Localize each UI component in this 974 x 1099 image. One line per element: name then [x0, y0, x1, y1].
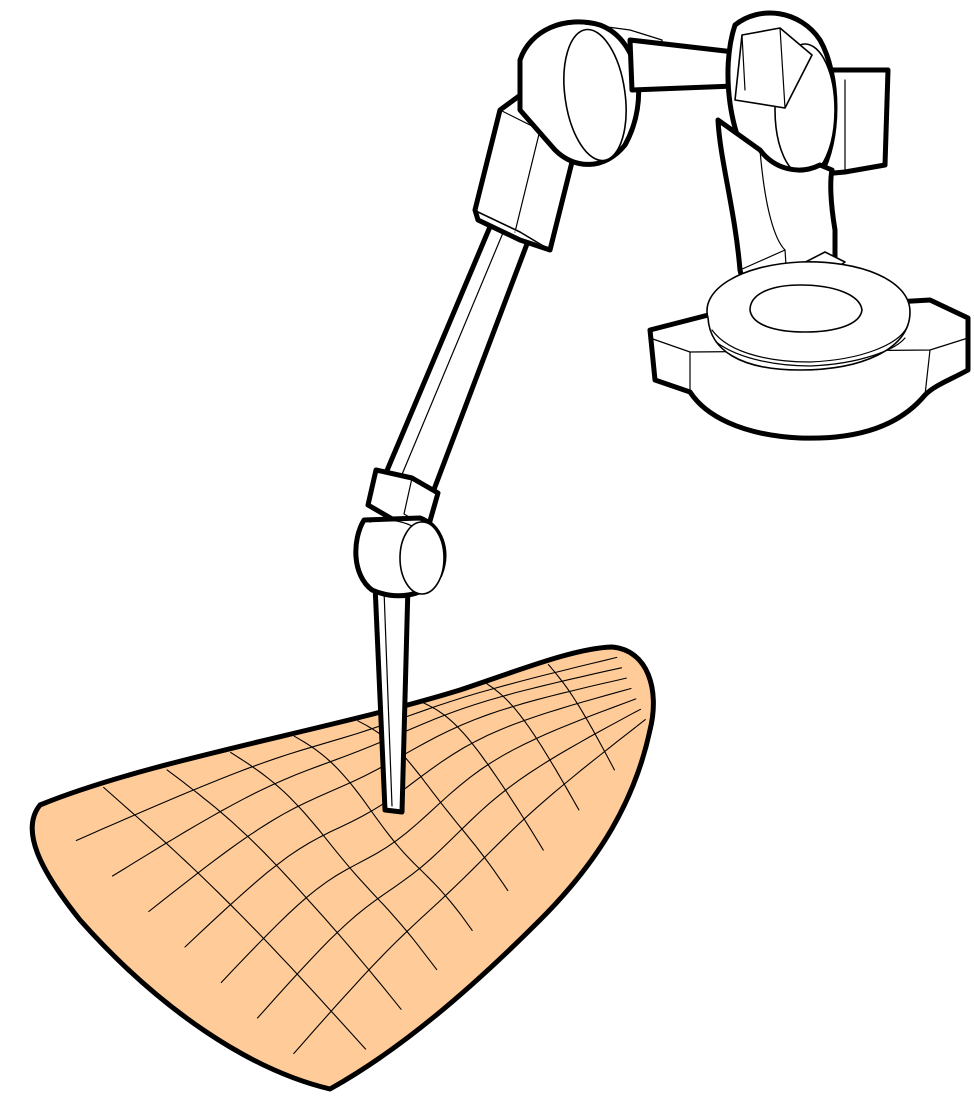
deformable-surface — [32, 647, 653, 1089]
forearm-rod — [383, 222, 530, 500]
wrist-joint — [356, 470, 444, 596]
robot-base — [650, 262, 968, 438]
